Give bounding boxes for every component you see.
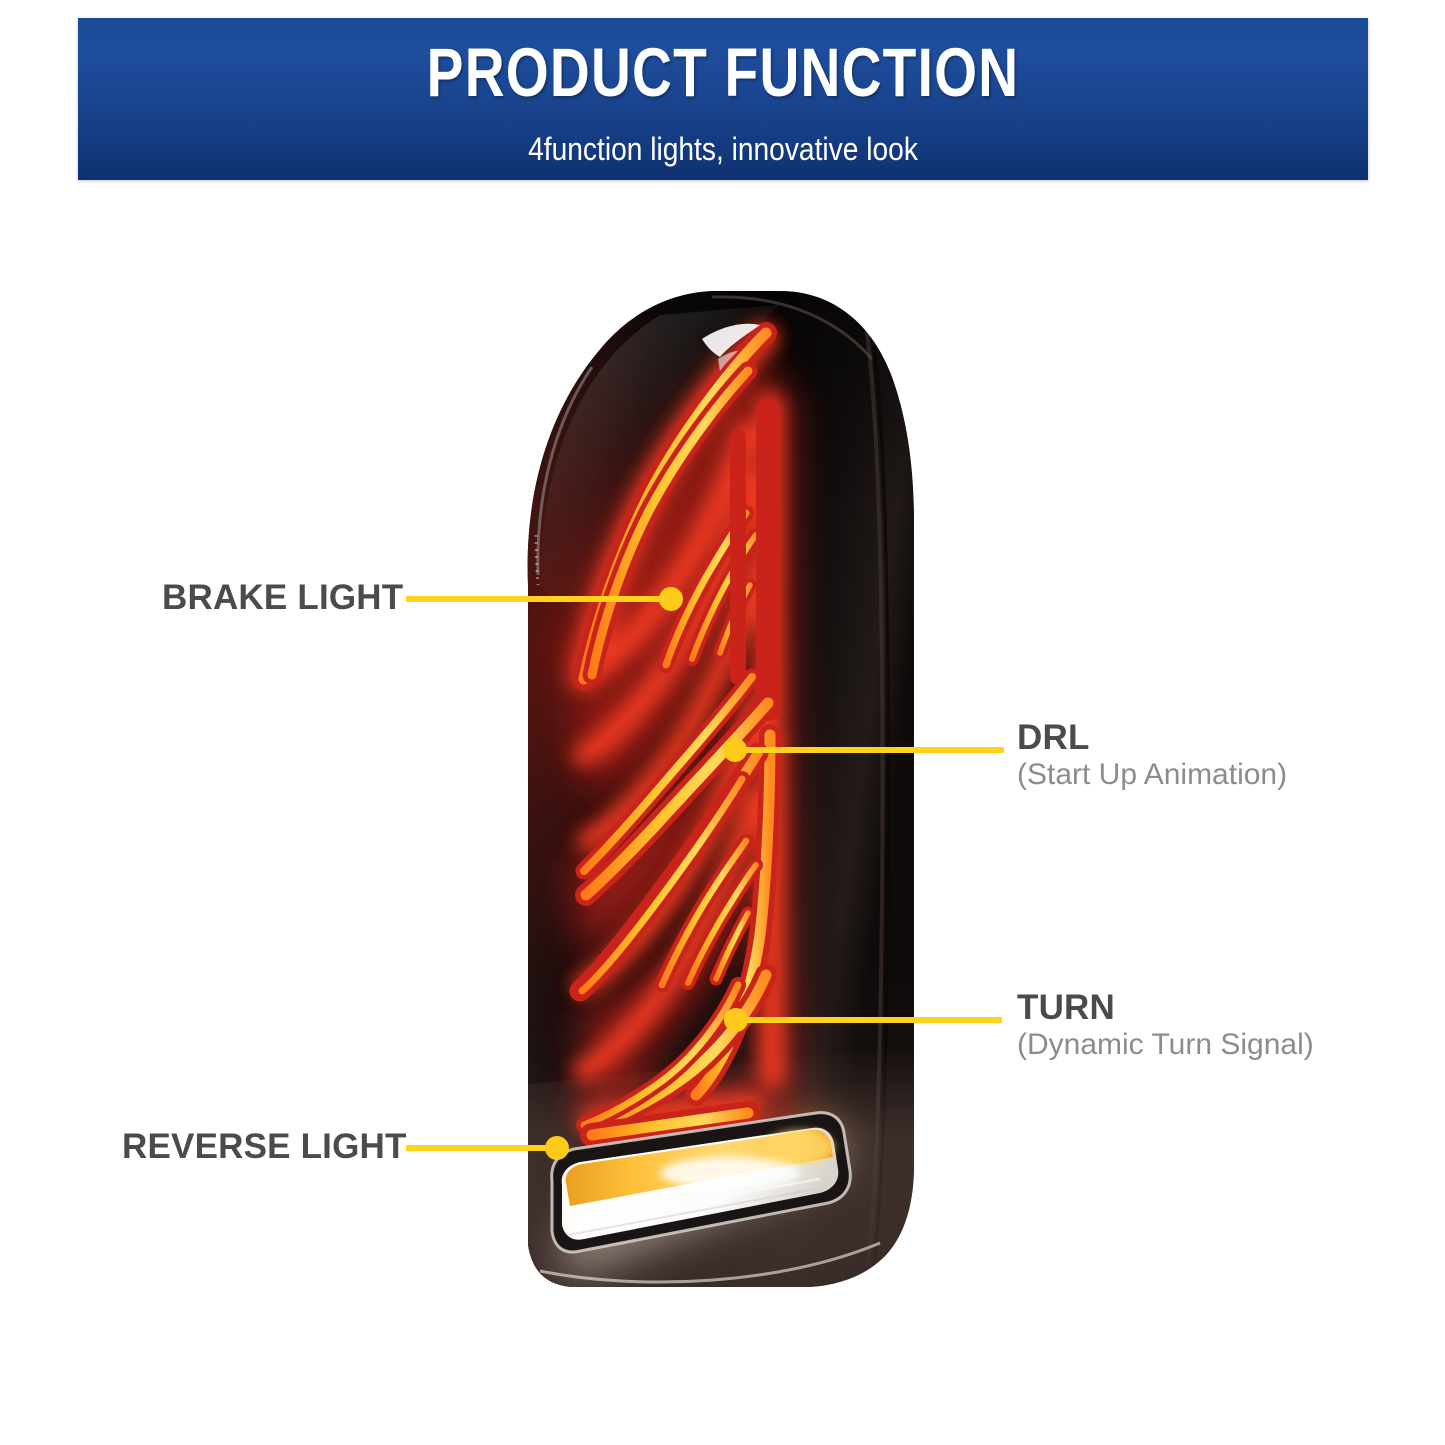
header-banner: PRODUCT FUNCTION 4function lights, innov… bbox=[78, 18, 1368, 180]
drl-label: DRL bbox=[1017, 718, 1090, 757]
tail-light-product-image bbox=[480, 285, 940, 1300]
brake-light-leader-line bbox=[406, 596, 672, 602]
turn-sublabel: (Dynamic Turn Signal) bbox=[1017, 1028, 1314, 1061]
reverse-light-label: REVERSE LIGHT bbox=[122, 1127, 407, 1166]
drl-leader-line bbox=[740, 747, 1004, 753]
banner-title: PRODUCT FUNCTION bbox=[426, 34, 1020, 111]
led-light-bars bbox=[569, 322, 792, 1165]
housing-top-reflection bbox=[702, 323, 760, 371]
turn-marker-dot bbox=[724, 1008, 748, 1032]
reverse-light-leader-line bbox=[406, 1145, 558, 1151]
turn-leader-line bbox=[742, 1017, 1002, 1023]
led-lower-group bbox=[569, 724, 781, 1147]
turn-and-reverse-bar bbox=[550, 1111, 852, 1285]
brake-light-label: BRAKE LIGHT bbox=[162, 578, 404, 617]
drl-marker-dot bbox=[723, 738, 747, 762]
drl-sublabel: (Start Up Animation) bbox=[1017, 758, 1288, 791]
led-upper-group bbox=[573, 322, 780, 906]
turn-label: TURN bbox=[1017, 988, 1116, 1027]
brake-light-marker-dot bbox=[659, 587, 683, 611]
reverse-light-marker-dot bbox=[545, 1136, 569, 1160]
banner-subtitle: 4function lights, innovative look bbox=[528, 131, 918, 167]
